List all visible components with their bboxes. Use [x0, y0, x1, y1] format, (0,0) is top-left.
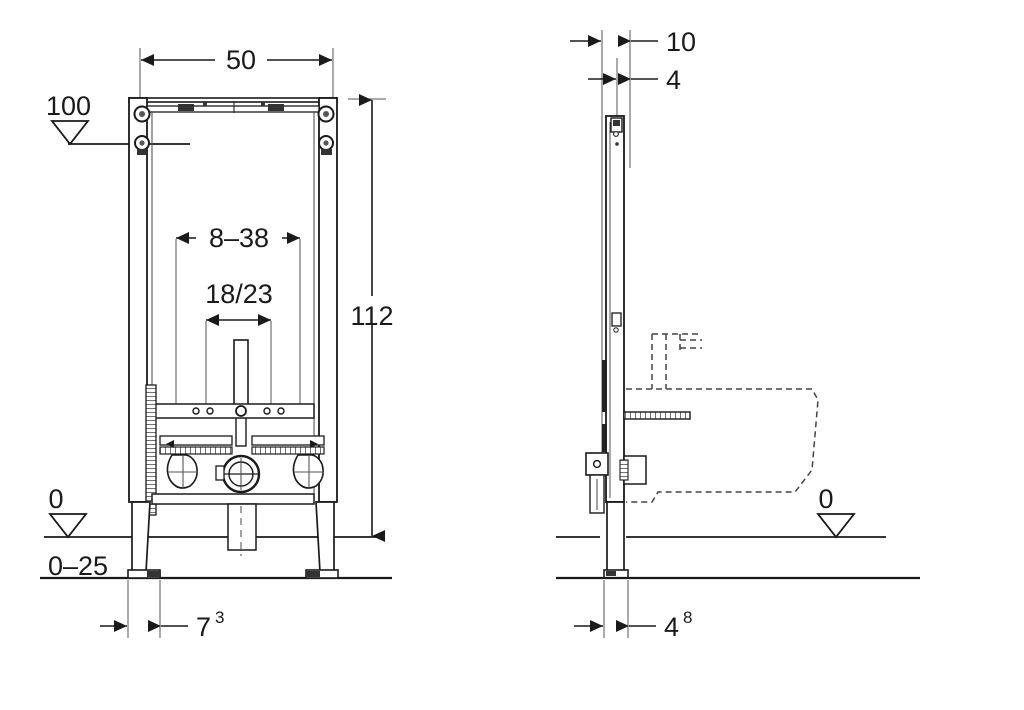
frame-outline-front: [128, 97, 338, 503]
dimension-mounting-span: 8–38: [175, 222, 301, 408]
front-width-extension-lines: [139, 48, 334, 100]
dimension-frame-width: 50: [141, 44, 332, 76]
dimension-label-mounting-span: 8–38: [209, 223, 269, 253]
dimension-label-inner-span: 18/23: [205, 279, 273, 309]
mounting-rail: [151, 403, 315, 419]
drain-collar: [215, 454, 261, 494]
dimension-label-leg-offset-sup: 3: [215, 608, 224, 627]
height-adjust-rail: [145, 384, 157, 516]
front-elevation-view: 50 100 0 0–25 112: [40, 44, 394, 642]
dimension-label-depth-inner: 4: [666, 65, 681, 95]
corner-bolt-mid-left: [134, 135, 150, 155]
dimension-label-width: 50: [226, 45, 256, 75]
corner-bolt-top-right: [317, 105, 335, 123]
dimension-label-floor-adjust: 0–25: [48, 551, 108, 581]
dimension-foot-offset: 4 8: [574, 580, 692, 642]
dimension-side-depth-outer: 10: [570, 27, 696, 57]
central-riser-post: [233, 339, 249, 447]
dimension-side-depth-inner: 4: [588, 65, 681, 95]
dimension-leg-offset: 7 3: [100, 580, 224, 642]
top-rail-hardware: [178, 101, 284, 113]
corner-bolt-top-left: [133, 105, 151, 123]
side-elevation-view: 10 4: [556, 27, 920, 642]
bidet-outline-dashed: [626, 333, 819, 503]
lower-cross-member: [151, 493, 315, 556]
level-label-100: 100: [46, 91, 91, 121]
valve-assembly-right: [292, 454, 324, 489]
corner-bolt-mid-right: [318, 135, 334, 155]
dimension-frame-height: 112: [348, 94, 394, 542]
level-label-0-side: 0: [818, 484, 833, 514]
corner-bolt-assemblies: [133, 105, 335, 155]
frame-leg-side: [603, 501, 629, 579]
dimension-label-height: 112: [350, 301, 393, 331]
slide-bar-assembly: [159, 435, 325, 455]
valve-assembly-left: [166, 454, 198, 489]
dimension-label-leg-offset: 7: [196, 612, 211, 642]
side-reference-lines: [556, 536, 920, 580]
dimension-label-foot-offset: 4: [664, 612, 679, 642]
level-label-0-front: 0: [48, 484, 63, 514]
lower-bracket-assembly: [585, 452, 647, 514]
frame-legs-front: [127, 501, 339, 579]
frame-profile-side: [602, 115, 625, 503]
dimension-label-foot-offset-sup: 8: [683, 608, 692, 627]
dimension-label-depth-outer: 10: [666, 27, 696, 57]
dimension-inner-span: 18/23: [205, 279, 273, 412]
level-marker-0-side: 0: [816, 484, 856, 539]
supply-rod: [623, 411, 691, 420]
